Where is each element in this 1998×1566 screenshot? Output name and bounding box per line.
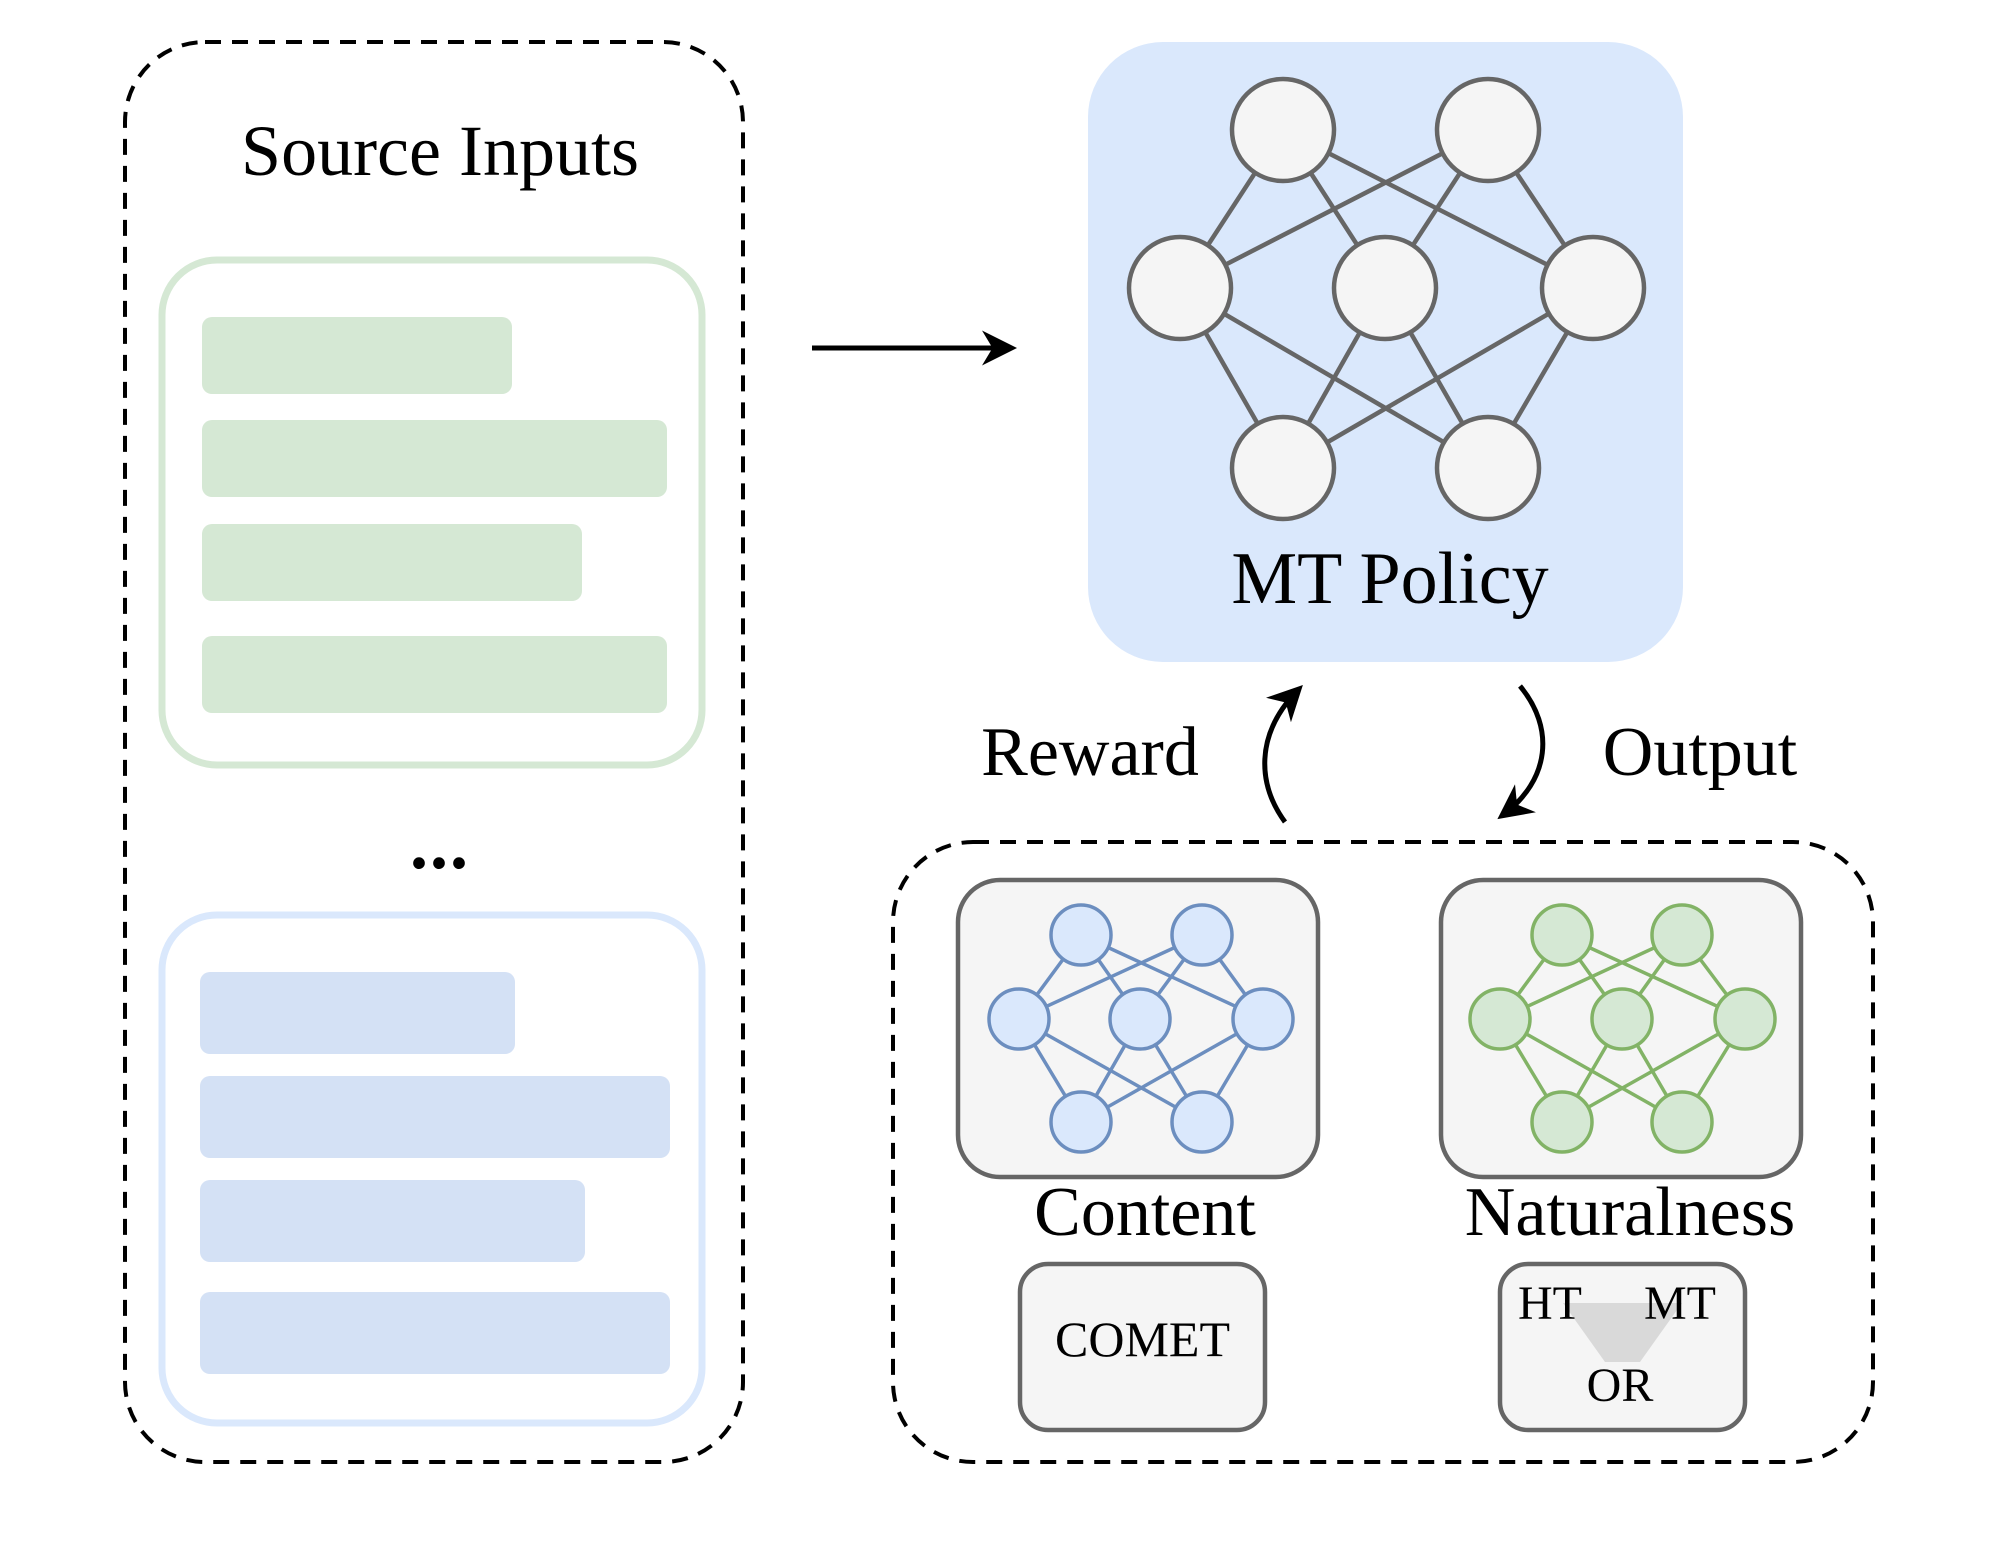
- network-node: [1468, 987, 1532, 1051]
- network-node: [1590, 987, 1654, 1051]
- naturalness-network-nodes: [1468, 903, 1777, 1154]
- ellipsis: ...: [410, 804, 470, 884]
- network-node: [1229, 414, 1337, 522]
- ht-label: HT: [1518, 1277, 1582, 1330]
- funnel-shape: [1563, 1303, 1682, 1362]
- text-line-bar: [202, 317, 512, 394]
- network-node: [1229, 76, 1337, 184]
- text-line-bar: [200, 1076, 670, 1158]
- network-node: [1650, 1090, 1714, 1154]
- output-arrow: [1497, 684, 1546, 820]
- network-node: [1108, 987, 1172, 1051]
- text-line-bar: [200, 1292, 670, 1374]
- network-node: [1049, 1090, 1113, 1154]
- reward-label: Reward: [981, 714, 1199, 791]
- reward-models-container: [891, 840, 1875, 1464]
- or-label: OR: [1586, 1359, 1654, 1412]
- text-line-bar: [202, 636, 667, 713]
- mt-label: MT: [1644, 1277, 1716, 1330]
- text-line-bar: [200, 972, 515, 1054]
- text-line-bar: [202, 524, 582, 601]
- content-network-nodes: [987, 903, 1295, 1154]
- text-line-bar: [202, 420, 667, 497]
- network-node: [1434, 414, 1542, 522]
- naturalness-label: Naturalness: [1464, 1174, 1796, 1251]
- green-document-card: [158, 256, 706, 769]
- content-network-icon: [1017, 933, 1265, 1124]
- network-node: [1231, 987, 1295, 1051]
- network-node: [1170, 1090, 1234, 1154]
- network-node: [1530, 903, 1594, 967]
- network-node: [1126, 234, 1234, 342]
- network-node: [1331, 234, 1439, 342]
- network-node: [1049, 903, 1113, 967]
- comet-box: [1017, 1261, 1268, 1433]
- network-node: [1434, 76, 1542, 184]
- network-node: [1539, 234, 1647, 342]
- comet-label: COMET: [1055, 1311, 1230, 1367]
- text-line-bar: [200, 1180, 585, 1262]
- network-node: [1170, 903, 1234, 967]
- blue-document-card: [158, 911, 706, 1427]
- network-node: [987, 987, 1051, 1051]
- source-inputs-container: [123, 40, 745, 1464]
- policy-network-nodes: [1126, 76, 1647, 522]
- network-node: [1530, 1090, 1594, 1154]
- network-node: [1650, 903, 1714, 967]
- network-node: [1713, 987, 1777, 1051]
- source-inputs-title: Source Inputs: [241, 111, 639, 191]
- output-label: Output: [1602, 714, 1798, 791]
- content-label: Content: [1034, 1174, 1256, 1251]
- mt-policy-label: MT Policy: [1231, 538, 1549, 620]
- reward-arrow: [1262, 684, 1303, 824]
